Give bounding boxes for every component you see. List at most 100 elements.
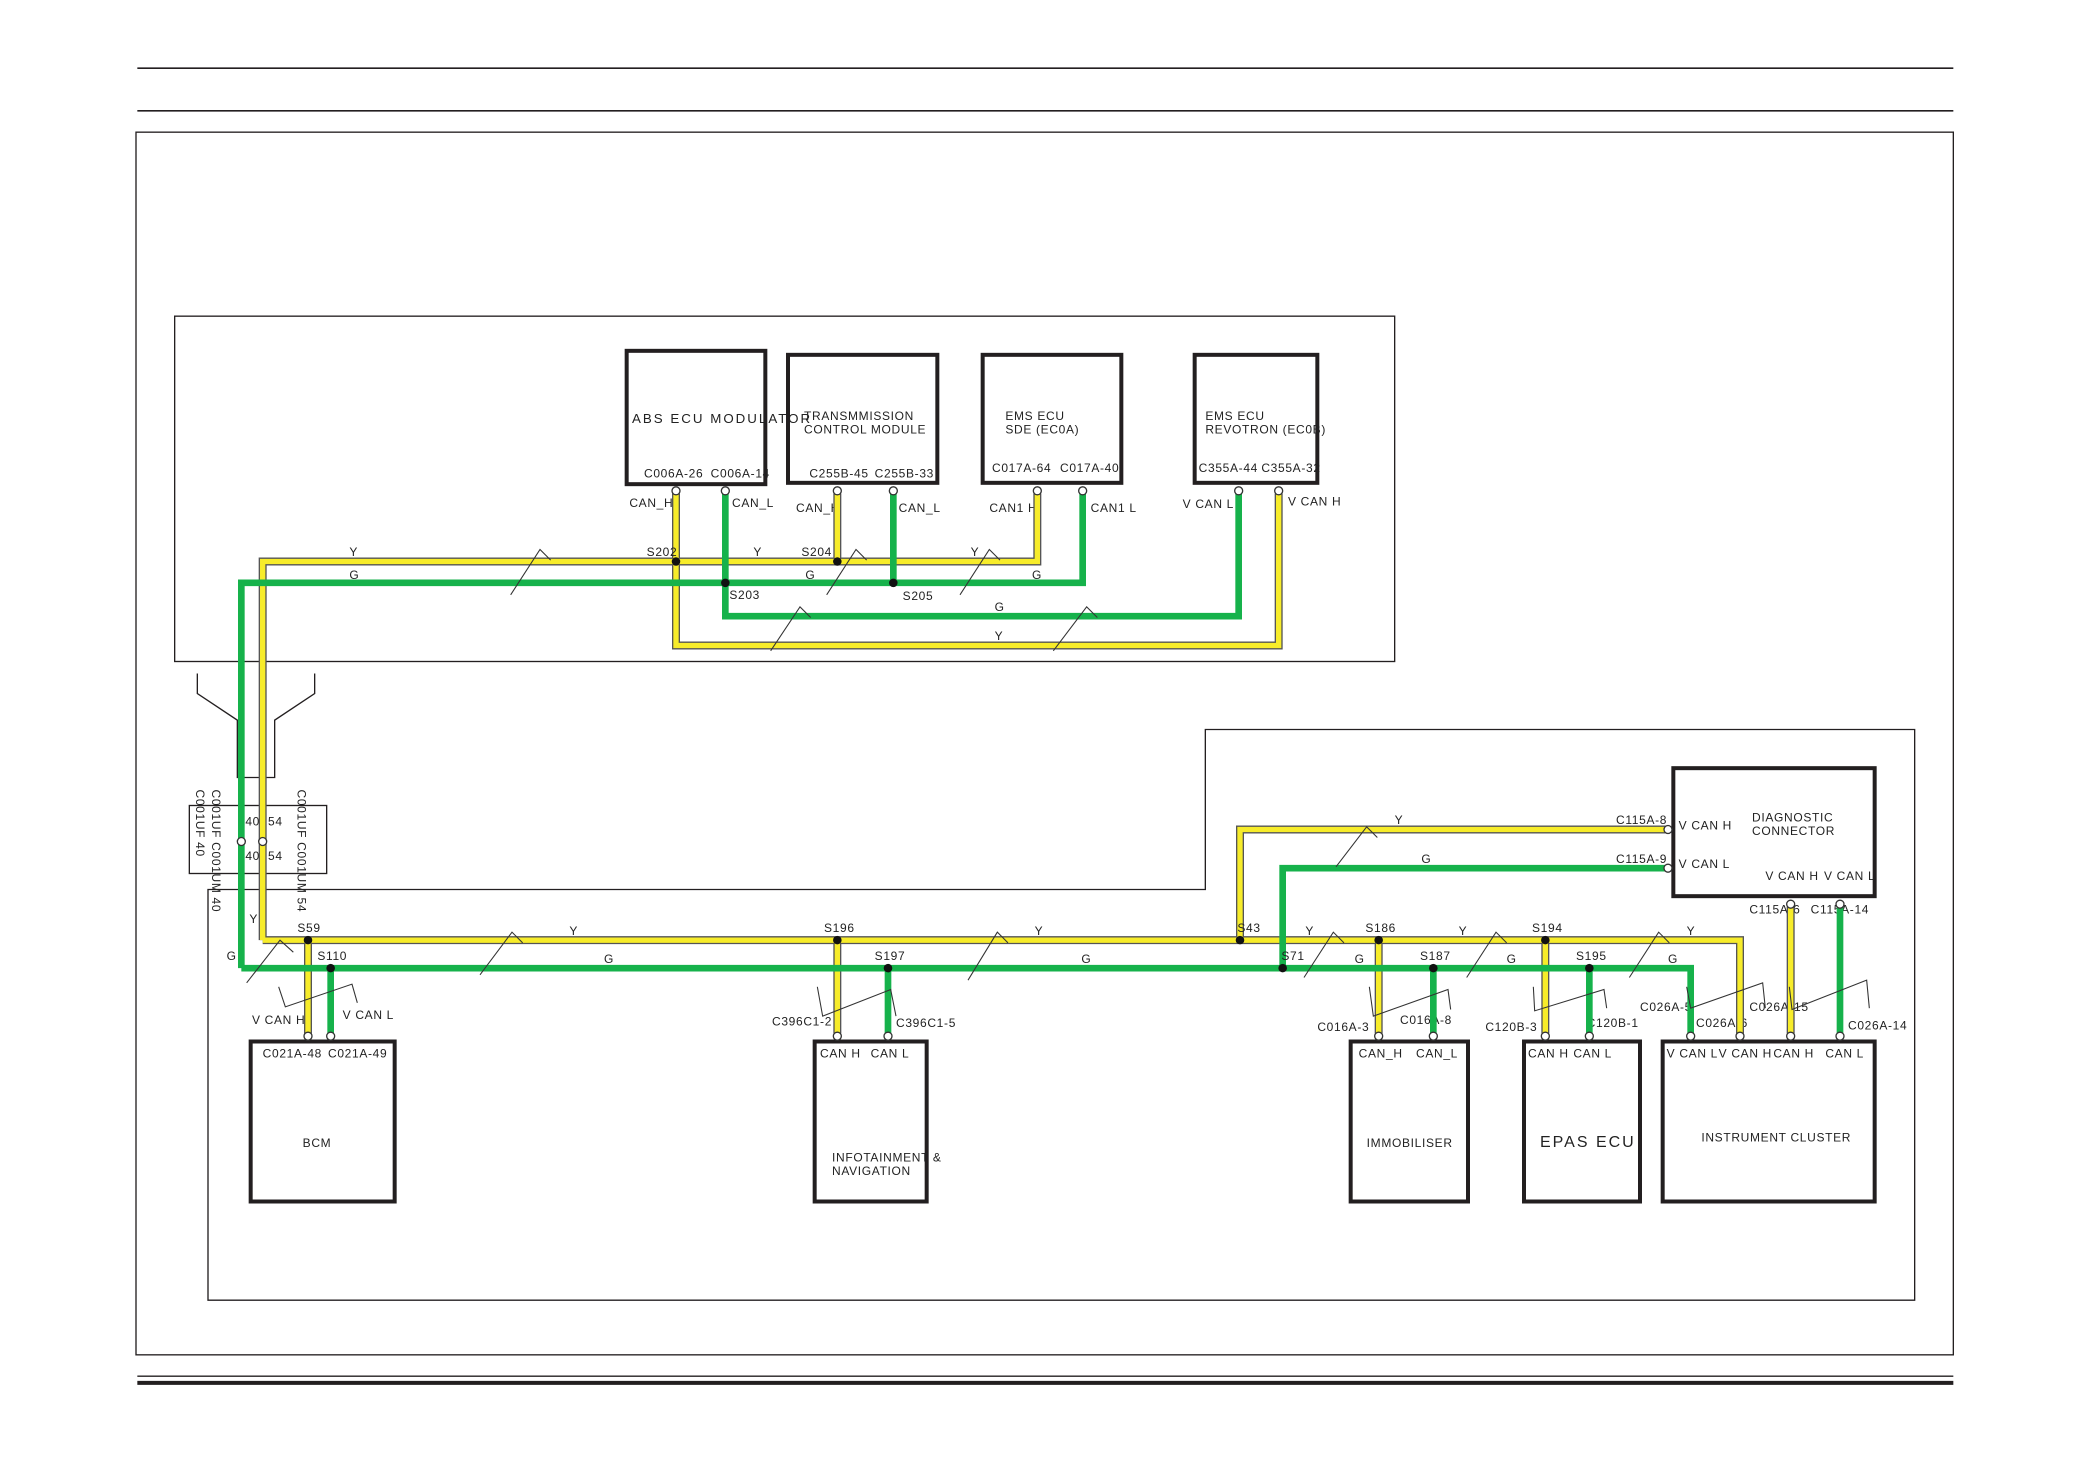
terminal-pin: [883, 1031, 893, 1041]
module-label: EMS ECU: [1005, 409, 1064, 423]
inline-connector-box: [188, 804, 328, 875]
signal-label: V CAN H: [1288, 495, 1341, 509]
splice-label: S186: [1365, 921, 1396, 935]
terminal-pins: [303, 486, 1845, 1041]
cabin-zone: [207, 728, 1916, 1301]
diagnostic-connector[interactable]: DIAGNOSTIC CONNECTOR V CAN H V CAN L V C…: [1616, 766, 1877, 917]
signal-label: V CAN L: [1183, 497, 1234, 511]
svg-text:Y: Y: [995, 629, 1004, 643]
terminal-pin: [1685, 1031, 1696, 1041]
pin-label: C026A-5: [1640, 1000, 1692, 1014]
pin-label: C120B-3: [1485, 1020, 1537, 1034]
signal-label: V CAN H: [1679, 819, 1732, 833]
terminal-pin: [1835, 1031, 1845, 1041]
splice-dot: [833, 935, 842, 945]
signal-label: CAN H: [820, 1047, 861, 1061]
pin-label: C115A-9: [1616, 852, 1667, 866]
splice-label: S204: [801, 545, 832, 559]
splice-points: S202S203S204S205S59S110S196S197S43S71S18…: [297, 545, 1606, 973]
splice-label: S187: [1420, 949, 1451, 963]
svg-text:G: G: [604, 952, 614, 966]
immobiliser-module: IMMOBILISER CAN_H CAN_L C016A-3 C016A-8: [1317, 1013, 1470, 1204]
pin-label: C016A-8: [1400, 1013, 1452, 1027]
svg-text:Y: Y: [349, 545, 358, 559]
splice-dot: [833, 557, 842, 566]
diagram-frame: [135, 131, 1954, 1356]
module-label: SDE (EC0A): [1005, 423, 1079, 437]
signal-label: CAN_H: [1359, 1047, 1403, 1061]
svg-text:Y: Y: [1035, 924, 1044, 938]
ems-ecu-sde-module: EMS ECU SDE (EC0A) C017A-64 C017A-40 CAN…: [980, 352, 1137, 515]
transmission-control-module: TRANSMMISSION CONTROL MODULE C255B-45 C2…: [786, 352, 941, 515]
can-high-wires: [258, 493, 1795, 1034]
module-label: CONTROL MODULE: [804, 423, 926, 437]
svg-text:G: G: [1668, 952, 1678, 966]
splice-label: S110: [317, 949, 347, 963]
splice-dot: [1585, 963, 1594, 973]
splice-dot: [1429, 963, 1438, 973]
pin-label: C255B-33: [875, 467, 934, 481]
splice-dot: [1235, 935, 1245, 945]
signal-label: CAN_H: [629, 496, 673, 510]
svg-text:G: G: [1507, 952, 1517, 966]
terminal-pin: [671, 486, 681, 496]
terminal-pin: [1785, 899, 1796, 909]
connector-label: C001UF 40: [193, 790, 207, 857]
signal-label: CAN_L: [1416, 1047, 1458, 1061]
signal-label: V CAN L: [1679, 857, 1730, 871]
pin-label: C026A-6: [1696, 1016, 1748, 1030]
terminal-pin: [832, 1031, 842, 1041]
pin-label: C355A-32: [1261, 461, 1320, 475]
connector-label: C001UF C001UM 54: [294, 790, 308, 913]
splice-dot: [889, 578, 898, 588]
splice-dot: [303, 935, 313, 945]
wire-color-codes: Y G Y G Y G G Y Y G Y G Y G Y G Y G Y G …: [227, 545, 1696, 966]
inline-connector-c001[interactable]: C001UF 40 C001UF C001UM 40 C001UF C001UM…: [193, 790, 308, 913]
terminal-pin: [888, 486, 898, 496]
splice-label: S59: [297, 921, 320, 935]
module-label: INFOTAINMENT &: [832, 1151, 942, 1165]
svg-text:Y: Y: [1687, 924, 1696, 938]
svg-text:Y: Y: [249, 912, 258, 926]
svg-text:G: G: [349, 568, 359, 582]
terminal-pin: [720, 486, 730, 496]
pin-label: C355A-44: [1199, 461, 1258, 475]
terminal-pin: [1077, 486, 1088, 496]
signal-label: V CAN L: [343, 1008, 394, 1022]
signal-label: CAN L: [1573, 1047, 1612, 1061]
pin-label: C021A-49: [328, 1047, 387, 1061]
svg-text:G: G: [805, 568, 815, 582]
terminal-pin: [832, 486, 842, 496]
module-label: BCM: [303, 1136, 332, 1150]
signal-label: CAN_L: [732, 496, 774, 510]
signal-label: CAN L: [1825, 1047, 1864, 1061]
wire-break-markers: [246, 548, 1870, 1017]
splice-label: S194: [1532, 921, 1563, 935]
pin-label: C396C1-2: [772, 1015, 832, 1029]
module-label: IMMOBILISER: [1367, 1136, 1453, 1150]
connector-label: C001UF C001UM 40: [209, 790, 223, 913]
epas-ecu-module: EPAS ECU CAN H CAN L C120B-3 C120B-1: [1485, 1016, 1642, 1204]
pin-label: C017A-40: [1060, 461, 1119, 475]
svg-text:Y: Y: [1305, 924, 1314, 938]
svg-text:G: G: [1355, 952, 1365, 966]
splice-label: S196: [824, 921, 855, 935]
infotainment-navigation-module: INFOTAINMENT & NAVIGATION CAN H CAN L C3…: [772, 1015, 955, 1204]
signal-label: CAN1 L: [1091, 501, 1137, 515]
pin-label: C021A-48: [263, 1047, 322, 1061]
svg-text:G: G: [1421, 852, 1431, 866]
signal-label: CAN_L: [899, 501, 941, 515]
module-label: TRANSMMISSION: [804, 409, 914, 423]
svg-text:G: G: [227, 949, 237, 963]
grommet-outline: [196, 673, 316, 779]
splice-label: S43: [1237, 921, 1260, 935]
signal-label: CAN_H: [796, 501, 840, 515]
terminal-pin: [1540, 1031, 1550, 1041]
terminal-pin: [1233, 486, 1244, 496]
terminal-pin: [1735, 1031, 1745, 1041]
pin-label: C006A-14: [711, 467, 770, 481]
splice-label: S205: [903, 589, 934, 603]
svg-text:40: 40: [245, 815, 260, 829]
module-label: ABS ECU MODULATOR: [632, 411, 812, 426]
